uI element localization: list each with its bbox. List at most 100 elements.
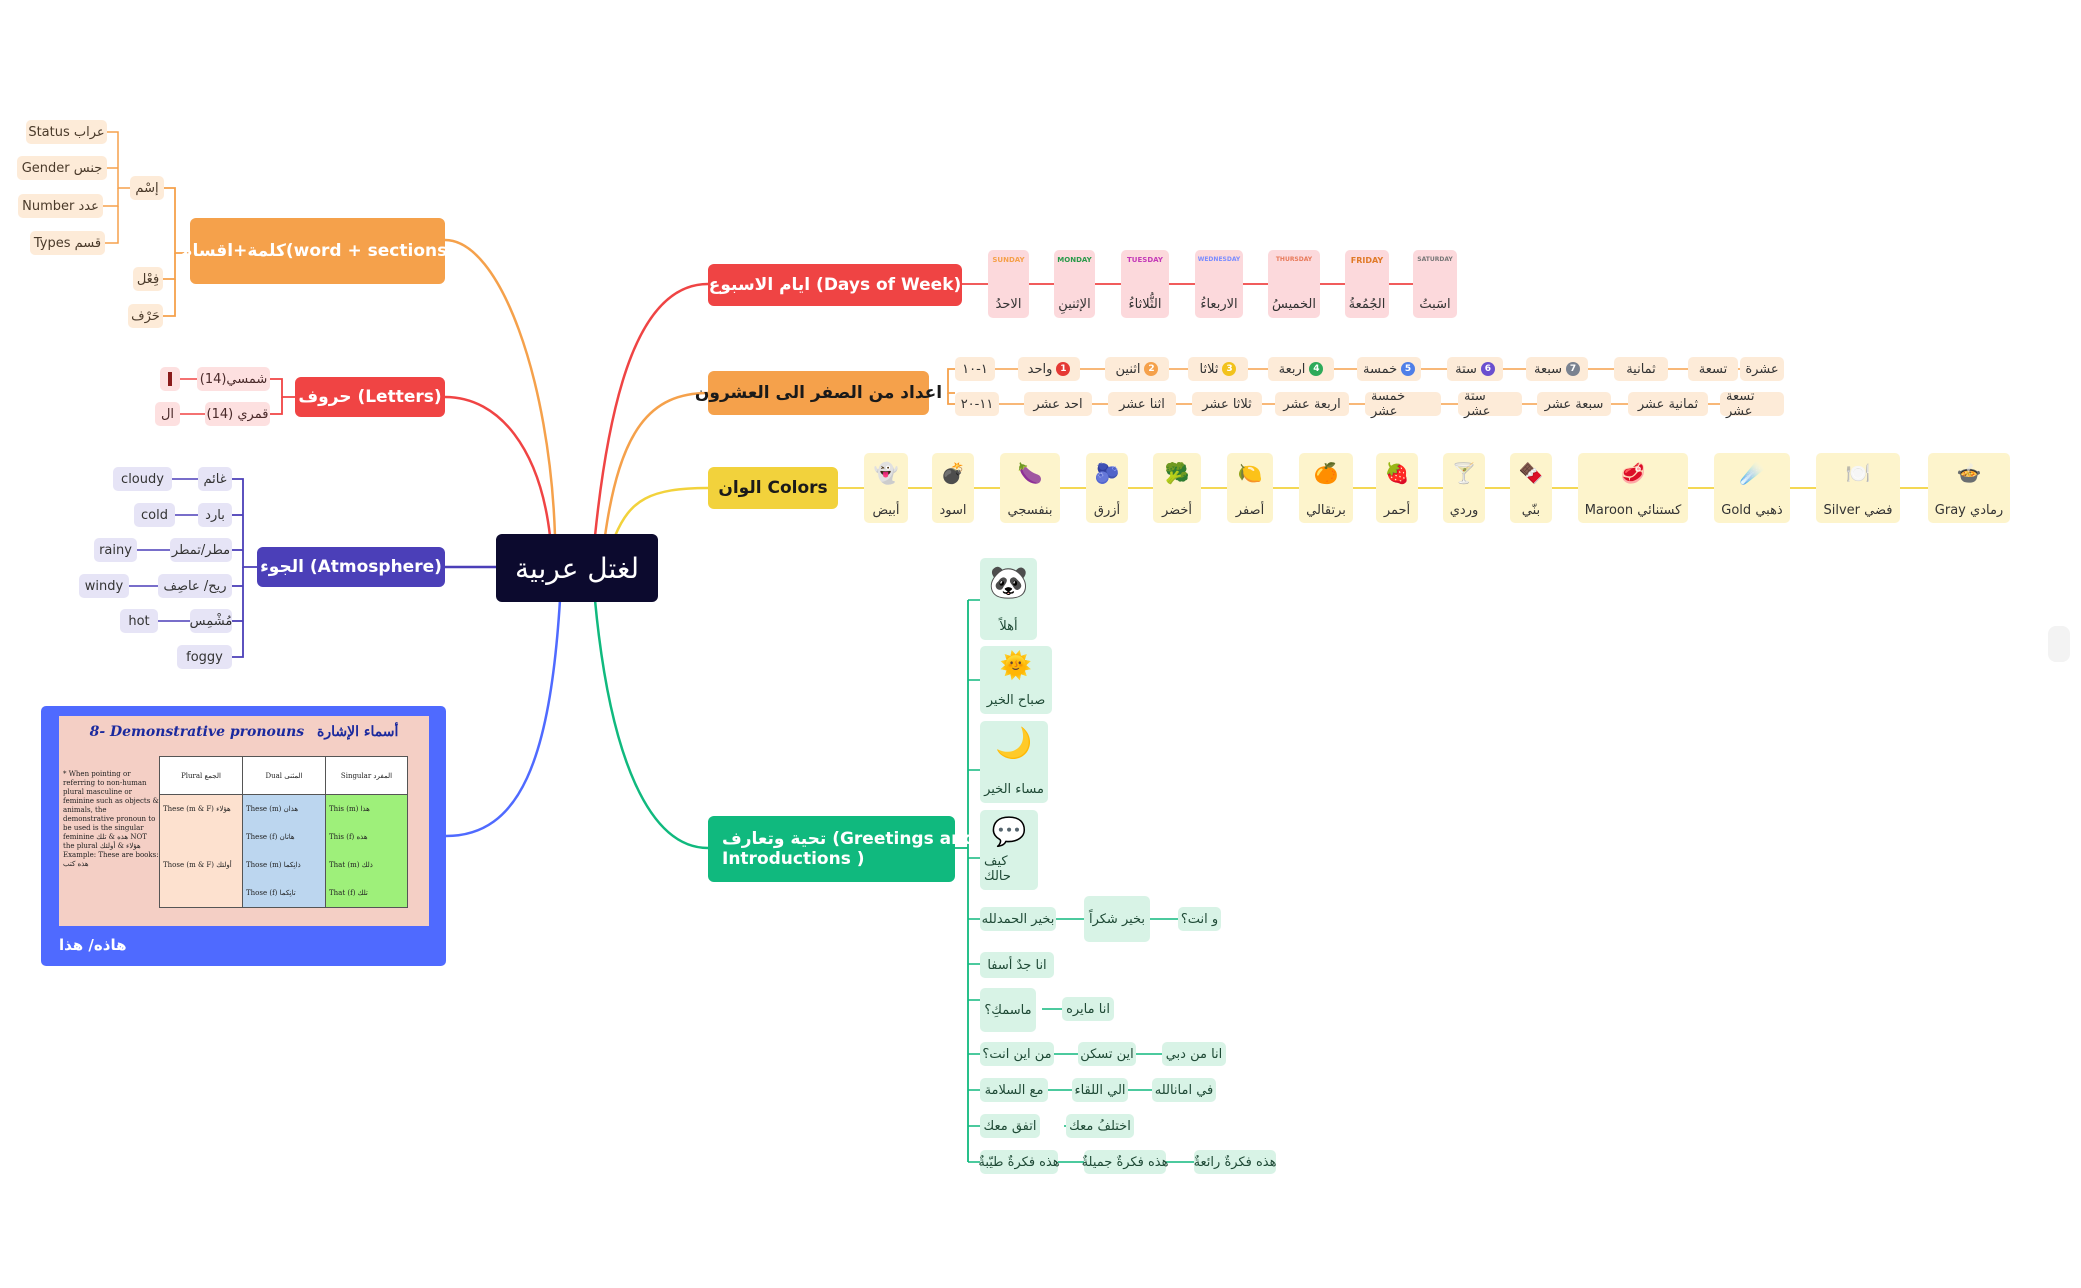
greet-ana-min-dubai[interactable]: انا من دبي bbox=[1162, 1042, 1226, 1066]
number-14[interactable]: اربعة عشر bbox=[1275, 392, 1349, 416]
number-10[interactable]: عشرة bbox=[1740, 357, 1784, 381]
node-qamari[interactable]: قمري (14) bbox=[205, 402, 270, 426]
greet-ana-maira[interactable]: انا مايره bbox=[1062, 997, 1114, 1021]
greeting-kayf[interactable]: 💬كيف حالك bbox=[980, 810, 1038, 890]
number-18[interactable]: ثمانية عشر bbox=[1628, 392, 1708, 416]
day-sunday[interactable]: SUNDAY الاحدُ bbox=[988, 250, 1029, 318]
branch-colors[interactable]: الوان Colors bbox=[708, 467, 838, 509]
greet-fi-amanillah[interactable]: في امانالله bbox=[1152, 1078, 1216, 1102]
number-12[interactable]: اثنا عشر bbox=[1108, 392, 1176, 416]
node-matar[interactable]: مطر/تمطر bbox=[170, 538, 232, 562]
node-barid[interactable]: بارد bbox=[198, 503, 232, 527]
node-al[interactable]: ال bbox=[155, 402, 180, 426]
branch-days-of-week[interactable]: ايام الاسبوع (Days of Week) bbox=[708, 264, 962, 306]
node-rainy[interactable]: rainy bbox=[94, 538, 137, 562]
branch-atmosphere[interactable]: الجوء (Atmosphere) bbox=[257, 547, 445, 587]
day-wednesday[interactable]: WEDNESDAY الاربعاءُ bbox=[1195, 250, 1243, 318]
node-ism[interactable]: إسْم bbox=[130, 176, 164, 200]
day-saturday[interactable]: SATURDAY اسَبتُ bbox=[1413, 250, 1457, 318]
node-cold[interactable]: cold bbox=[134, 503, 175, 527]
node-ghaim[interactable]: غائم bbox=[198, 467, 232, 491]
moon-icon: 🌙 bbox=[995, 726, 1033, 761]
number-8[interactable]: ثمانية bbox=[1614, 357, 1668, 381]
color-white[interactable]: 👻أبيض bbox=[864, 453, 908, 523]
node-reeh[interactable]: ريح/ عاصِف bbox=[158, 574, 232, 598]
greet-ayna-taskun[interactable]: اين تسكن bbox=[1078, 1042, 1136, 1066]
greet-ila-liqaa[interactable]: الي اللقاء bbox=[1072, 1078, 1128, 1102]
central-topic[interactable]: لغتل عربية bbox=[496, 534, 658, 602]
greet-min-ayna-anta[interactable]: من اين انت؟ bbox=[980, 1042, 1054, 1066]
demonstrative-pronouns-node[interactable]: 8- Demonstrative pronouns أسماء الإشارة … bbox=[41, 706, 446, 966]
color-purple[interactable]: 🍆بنفسجي bbox=[1000, 453, 1060, 523]
node-windy[interactable]: windy bbox=[79, 574, 129, 598]
day-tag-wednesday: WEDNESDAY bbox=[1197, 256, 1241, 263]
color-gold[interactable]: ☄️Gold ذهبي bbox=[1714, 453, 1790, 523]
greet-fikra-tayyiba[interactable]: هذه فكرةٌ طيّبةٌ bbox=[978, 1150, 1060, 1174]
greet-akhtalif-maak[interactable]: اختلفُ معك bbox=[1066, 1114, 1134, 1138]
color-brown[interactable]: 🍫بنّي bbox=[1510, 453, 1552, 523]
number-16[interactable]: ستة عشر bbox=[1458, 389, 1522, 419]
demo-cell-dual-2: These (f) هاتان bbox=[243, 823, 326, 851]
day-monday[interactable]: MONDAY الإثنينِ bbox=[1054, 250, 1095, 318]
node-shamsi[interactable]: شمسي(14) bbox=[197, 367, 270, 391]
node-shamsi-child[interactable] bbox=[160, 367, 180, 391]
color-orange[interactable]: 🍊برتقالي bbox=[1299, 453, 1353, 523]
numbers-row1-head[interactable]: ١-١٠ bbox=[955, 357, 995, 381]
color-black[interactable]: 💣اسود bbox=[932, 453, 974, 523]
number-15[interactable]: خمسة عشر bbox=[1365, 389, 1441, 419]
color-green[interactable]: 🥦أخضر bbox=[1153, 453, 1201, 523]
day-tag-tuesday: TUESDAY bbox=[1127, 256, 1163, 264]
greet-fikra-jamila[interactable]: هذه فكرةٌ جميلةٌ bbox=[1082, 1150, 1168, 1174]
greet-fikra-raiia[interactable]: هذه فكرةٌ رائعةٌ bbox=[1194, 1150, 1276, 1174]
color-yellow[interactable]: 🍋أصفر bbox=[1227, 453, 1273, 523]
greet-bikhayr-shukran[interactable]: بخير شكراً bbox=[1084, 896, 1150, 942]
color-pink[interactable]: 🍸وردي bbox=[1443, 453, 1485, 523]
branch-greetings[interactable]: تحية وتعارف (Greetings and Introductions… bbox=[708, 816, 975, 882]
node-number[interactable]: Number عدد bbox=[18, 194, 103, 218]
node-harf[interactable]: حَرْف bbox=[128, 304, 163, 328]
node-hot[interactable]: hot bbox=[120, 609, 158, 633]
number-17[interactable]: سبعة عشر bbox=[1537, 392, 1611, 416]
node-status[interactable]: Status عراب bbox=[26, 120, 107, 144]
color-gray[interactable]: 🍲Gray رمادي bbox=[1928, 453, 2010, 523]
color-maroon[interactable]: 🥩Maroon كستنائي bbox=[1578, 453, 1688, 523]
greet-bikhayr-alhamdulillah[interactable]: بخير الحمدلله bbox=[980, 907, 1056, 931]
node-gender[interactable]: Gender جنس bbox=[17, 156, 107, 180]
branch-letters[interactable]: حروف (Letters) bbox=[295, 377, 445, 417]
branch-word-sections[interactable]: كلمة+اقسام(word + sections) bbox=[180, 218, 455, 284]
greet-wa-anta[interactable]: و انت؟ bbox=[1178, 907, 1221, 931]
color-label-brown: بنّي bbox=[1521, 503, 1541, 518]
greet-maa-salama[interactable]: مع السلامة bbox=[980, 1078, 1048, 1102]
number-9[interactable]: تسعة bbox=[1688, 357, 1738, 381]
number-11[interactable]: احد عشر bbox=[1024, 392, 1092, 416]
node-mushmis[interactable]: مُشْمِس bbox=[190, 609, 232, 633]
node-cloudy[interactable]: cloudy bbox=[113, 467, 172, 491]
number-13[interactable]: ثلاثا عشر bbox=[1192, 392, 1262, 416]
greet-ana-jiddan-asifa[interactable]: انا جدٌ أسفا bbox=[980, 952, 1054, 978]
day-friday[interactable]: FRIDAY الجُمُعةُ bbox=[1345, 250, 1389, 318]
day-tuesday[interactable]: TUESDAY الثُّلاثاءُ bbox=[1121, 250, 1169, 318]
day-thursday[interactable]: THURSDAY الخميسُ bbox=[1268, 250, 1320, 318]
number-19[interactable]: تسعة عشر bbox=[1720, 389, 1784, 419]
greeting-ahlan[interactable]: 🐼أهلاً bbox=[980, 558, 1037, 640]
greet-masmuki[interactable]: ماسمكِ؟ bbox=[980, 988, 1036, 1032]
greeting-sabah[interactable]: 🌞صباح الخير bbox=[980, 646, 1052, 714]
node-fiil[interactable]: فِعْل bbox=[133, 267, 163, 291]
node-types[interactable]: Types قسم bbox=[30, 231, 105, 255]
greet-attafiq-maak[interactable]: اتفق معك bbox=[980, 1114, 1040, 1138]
color-blue[interactable]: 🫐أزرق bbox=[1086, 453, 1128, 523]
numbers-row2-head[interactable]: ١١-٢٠ bbox=[955, 392, 999, 416]
node-foggy[interactable]: foggy bbox=[177, 645, 232, 669]
greeting-masa[interactable]: 🌙مساء الخير bbox=[980, 721, 1048, 803]
color-red[interactable]: 🍓أحمر bbox=[1376, 453, 1418, 523]
branch-numbers[interactable]: اعداد من الصفر الى العشرون bbox=[695, 371, 942, 415]
side-panel-handle[interactable] bbox=[2048, 626, 2070, 662]
color-silver[interactable]: 🍽️Silver فضي bbox=[1816, 453, 1900, 523]
